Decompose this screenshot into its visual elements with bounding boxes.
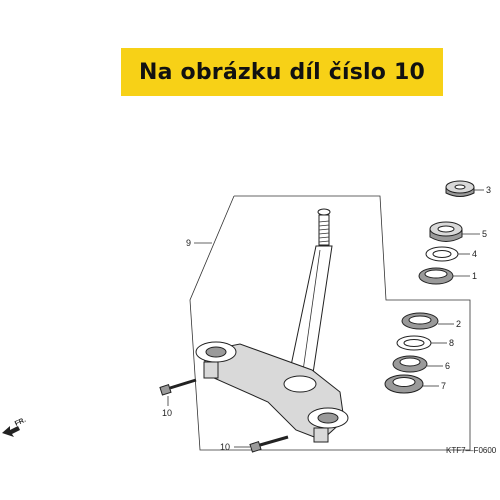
stem-nut-3[interactable] (445, 180, 475, 197)
outer-race-2[interactable] (401, 312, 439, 330)
callout-3: 3 (486, 185, 491, 195)
callout-10-lower: 10 (220, 442, 230, 452)
inner-race-6[interactable] (392, 355, 428, 373)
callout-9: 9 (186, 238, 191, 248)
ball-race-upper-4[interactable] (425, 246, 459, 262)
callout-7: 7 (441, 381, 446, 391)
callout-8: 8 (449, 338, 454, 348)
callout-10-upper: 10 (162, 408, 172, 418)
part-number-banner: Na obrázku díl číslo 10 (121, 48, 443, 96)
banner-text: Na obrázku díl číslo 10 (139, 59, 425, 85)
callout-4: 4 (472, 249, 477, 259)
callout-5: 5 (482, 229, 487, 239)
steering-stem[interactable] (287, 208, 333, 381)
bolt-10-upper[interactable] (159, 378, 197, 396)
inner-race-1[interactable] (418, 267, 454, 285)
callout-1: 1 (472, 271, 477, 281)
front-direction-label: FR. (14, 417, 27, 428)
assembly-outline (189, 195, 471, 451)
bolt-10-lower[interactable] (249, 435, 289, 453)
front-direction-arrow-icon (2, 426, 20, 437)
adjusting-nut-5[interactable] (429, 221, 463, 242)
steering-bridge[interactable] (195, 341, 349, 443)
callout-6: 6 (445, 361, 450, 371)
diagram-code: KTF7—F0600 (446, 446, 497, 455)
dust-seal-7[interactable] (384, 374, 424, 394)
callout-2: 2 (456, 319, 461, 329)
leader-lines (167, 189, 484, 448)
ball-race-lower-8[interactable] (396, 335, 432, 351)
